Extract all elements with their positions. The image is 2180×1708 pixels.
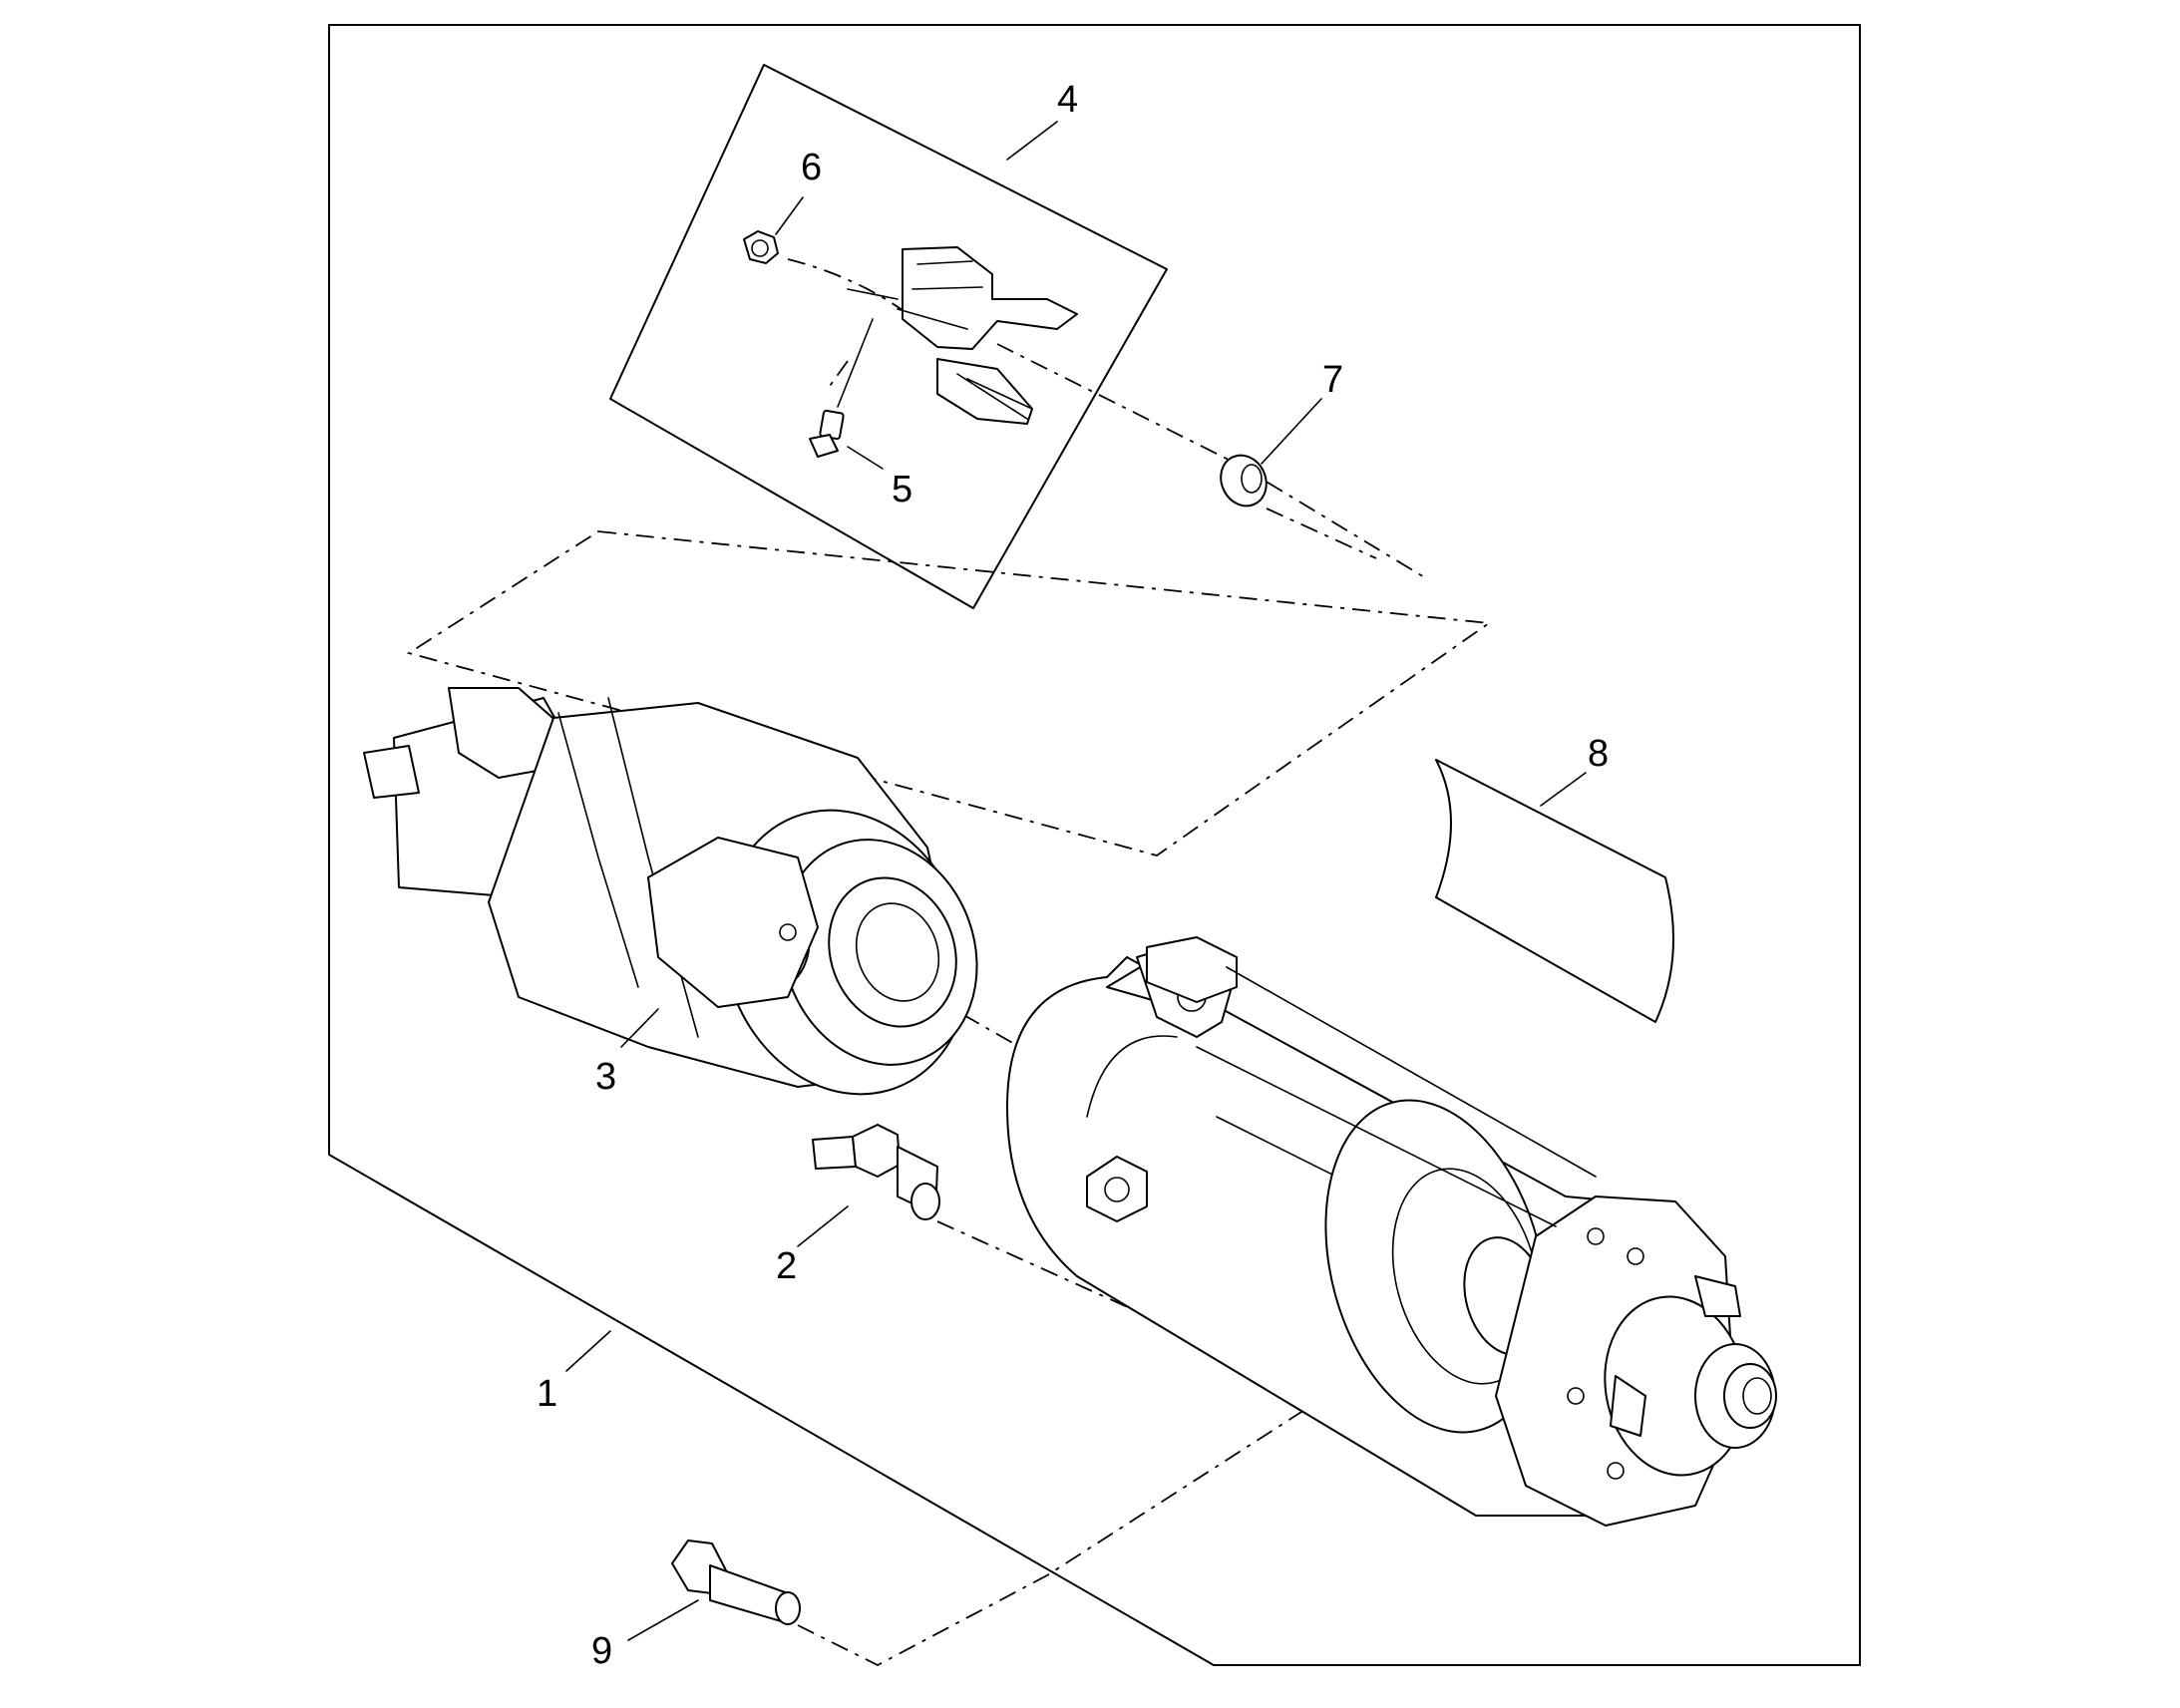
- part-8-label: [1435, 759, 1674, 1023]
- callout-8: 8: [1588, 733, 1609, 775]
- callout-7: 7: [1322, 359, 1343, 401]
- callout-2: 2: [776, 1245, 797, 1287]
- callout-5: 5: [892, 469, 912, 511]
- phantom-outline: [406, 530, 1492, 856]
- callout-6: 6: [801, 147, 822, 188]
- callout-1: 1: [537, 1373, 557, 1415]
- part-2-stud: [812, 1124, 940, 1220]
- callout-labels: 1 2 3 4 5 6 7 8 9: [537, 79, 1609, 1672]
- subkit-boundary: [609, 64, 1168, 609]
- callout-3: 3: [595, 1056, 616, 1098]
- part-5-screw: [809, 318, 874, 458]
- part-7-washer: [1220, 454, 1268, 508]
- part-9-bolt: [671, 1539, 801, 1625]
- assembly-boundary: [328, 24, 1861, 1666]
- part-4-terminal-bracket: [847, 246, 1078, 425]
- callout-4: 4: [1057, 79, 1078, 121]
- part-6-nut: [743, 230, 779, 264]
- starter-motor-body: [1006, 936, 1777, 1527]
- leader-lines: [565, 121, 1587, 1641]
- part-3-solenoid: [363, 687, 978, 1096]
- callout-9: 9: [591, 1630, 612, 1672]
